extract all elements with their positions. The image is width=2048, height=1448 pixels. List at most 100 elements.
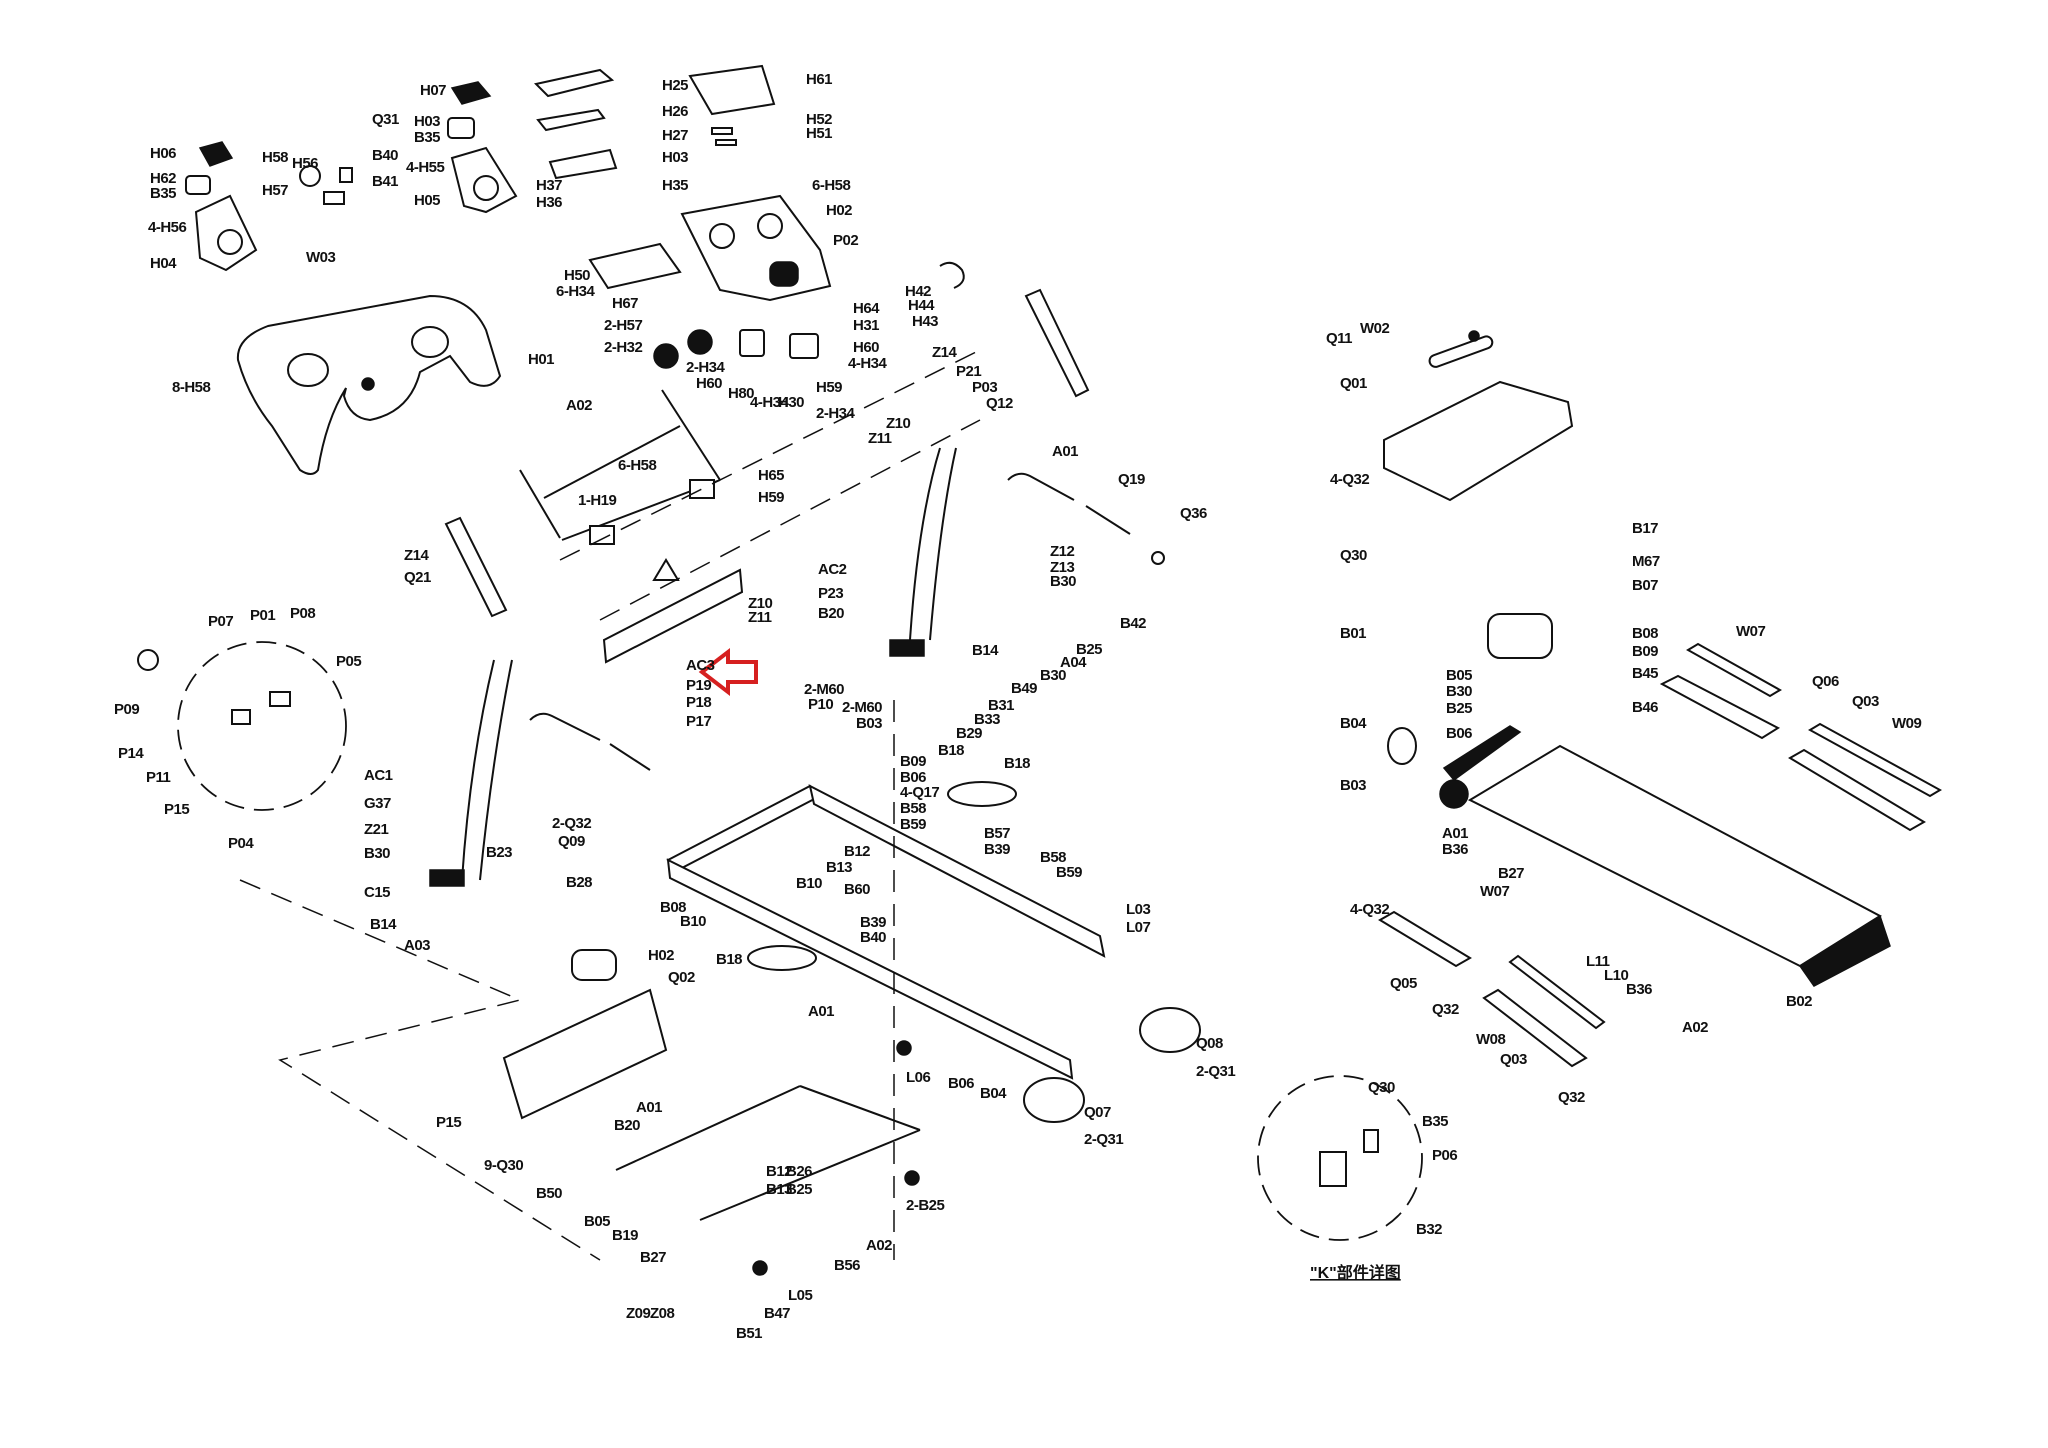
- part-label-b57: B57: [984, 825, 1010, 842]
- part-label-c15: C15: [364, 884, 390, 901]
- part-label-h06: H06: [150, 145, 176, 162]
- dashed-line-1: [559, 349, 981, 561]
- part-label-p03: P03: [972, 379, 997, 396]
- part-label-h51: H51: [806, 125, 832, 142]
- part-label-w07: W07: [1480, 883, 1510, 900]
- part-label-b33: B33: [974, 711, 1000, 728]
- speaker-grill-h06: [198, 141, 234, 167]
- part-label-a01: A01: [636, 1099, 662, 1116]
- strip-w09: [1807, 722, 1943, 798]
- part-label-p21: P21: [956, 363, 981, 380]
- part-label-b35: B35: [414, 129, 440, 146]
- part-label-4-q17: 4-Q17: [900, 784, 939, 801]
- part-label-p09: P09: [114, 701, 139, 718]
- part-label-q32: Q32: [1558, 1089, 1585, 1106]
- part-label-h07: H07: [420, 82, 446, 99]
- part-label-b14: B14: [972, 642, 999, 659]
- part-label-h65: H65: [758, 467, 784, 484]
- dashed-line-3: [239, 879, 601, 1261]
- part-label-b02: B02: [1786, 993, 1812, 1010]
- part-label-b17: B17: [1632, 520, 1658, 537]
- part-label-p15: P15: [164, 801, 189, 818]
- overlay-h61: [688, 64, 776, 116]
- part-label-h57: H57: [262, 182, 288, 199]
- part-label-b40: B40: [372, 147, 398, 164]
- part-label-b25: B25: [786, 1181, 812, 1198]
- part-label-h43: H43: [912, 313, 938, 330]
- part-label-h42: H42: [905, 283, 931, 300]
- part-label-h62: H62: [150, 170, 176, 187]
- part-label-q02: Q02: [668, 969, 695, 986]
- part-label-p04: P04: [228, 835, 254, 852]
- part-label-b01: B01: [1340, 625, 1366, 642]
- part-label-b30: B30: [1040, 667, 1066, 684]
- part-label-w07: W07: [1736, 623, 1766, 640]
- part-label-b09: B09: [900, 753, 926, 770]
- part-label-b09: B09: [1632, 643, 1658, 660]
- part-label-b41: B41: [372, 173, 398, 190]
- part-label-h36: H36: [536, 194, 562, 211]
- console-overlay-right-group: [447, 81, 518, 214]
- part-label-p17: P17: [686, 713, 711, 730]
- part-label-q05: Q05: [1390, 975, 1417, 992]
- part-label-b27: B27: [1498, 865, 1524, 882]
- speaker-h03: [447, 117, 475, 139]
- part-label-b12: B12: [844, 843, 870, 860]
- part-label-b36: B36: [1442, 841, 1468, 858]
- part-label-l05: L05: [788, 1287, 813, 1304]
- part-label-h56: H56: [292, 155, 318, 172]
- part-label-p10: P10: [808, 696, 833, 713]
- part-label-h50: H50: [564, 267, 590, 284]
- part-label-b36: B36: [1626, 981, 1652, 998]
- part-label-q12: Q12: [986, 395, 1013, 412]
- part-label-b58: B58: [1040, 849, 1066, 866]
- cup-holder-h04: [194, 194, 258, 272]
- part-label-2-b25: 2-B25: [906, 1197, 945, 1214]
- part-label-p19: P19: [686, 677, 711, 694]
- rail-q03b: [1482, 988, 1588, 1068]
- part-label-2-q31: 2-Q31: [1196, 1063, 1235, 1080]
- part-label-h31: H31: [853, 317, 879, 334]
- detail-k-caption: "K"部件详图: [1310, 1263, 1401, 1282]
- tray-q02: [502, 988, 668, 1120]
- rail-q03a: [1788, 748, 1926, 832]
- part-label-b18: B18: [716, 951, 742, 968]
- part-label-b42: B42: [1120, 615, 1146, 632]
- part-label-a01: A01: [808, 1003, 834, 1020]
- upright-left-ac1: [429, 516, 651, 887]
- part-label-z14: Z14: [404, 547, 430, 564]
- part-label-b08: B08: [660, 899, 686, 916]
- part-label-a02: A02: [1682, 1019, 1708, 1036]
- part-label-b29: B29: [956, 725, 982, 742]
- part-label-h67: H67: [612, 295, 638, 312]
- strip-w08: [1508, 954, 1606, 1030]
- part-label-p11: P11: [146, 769, 171, 786]
- part-label-a02: A02: [566, 397, 592, 414]
- display-stack: [533, 64, 965, 369]
- part-label-p02: P02: [833, 232, 858, 249]
- flywheel-b04: [1387, 727, 1417, 765]
- fan-assembly-h56: [299, 165, 353, 205]
- belt: [1442, 725, 1522, 782]
- part-label-q32: Q32: [1432, 1001, 1459, 1018]
- part-label-b03: B03: [856, 715, 882, 732]
- foot-b18b: [947, 781, 1017, 807]
- part-label-g37: G37: [364, 795, 391, 812]
- part-label-h59: H59: [816, 379, 842, 396]
- wheel-q08: [1139, 1007, 1201, 1053]
- part-label-b45: B45: [1632, 665, 1658, 682]
- part-label-h02: H02: [826, 202, 852, 219]
- part-label-h02: H02: [648, 947, 674, 964]
- part-label-6-h58: 6-H58: [812, 177, 851, 194]
- part-label-6-h34: 6-H34: [556, 283, 596, 300]
- part-label-b31: B31: [988, 697, 1014, 714]
- part-label-h26: H26: [662, 103, 688, 120]
- part-label-h05: H05: [414, 192, 440, 209]
- part-label-a03: A03: [404, 937, 430, 954]
- part-label-b08: B08: [1632, 625, 1658, 642]
- speaker-grill-h07: [450, 81, 492, 105]
- part-label-b32: B32: [1416, 1221, 1442, 1238]
- motor-hood-q01: [1383, 330, 1574, 502]
- console-panel-h02: [680, 194, 832, 302]
